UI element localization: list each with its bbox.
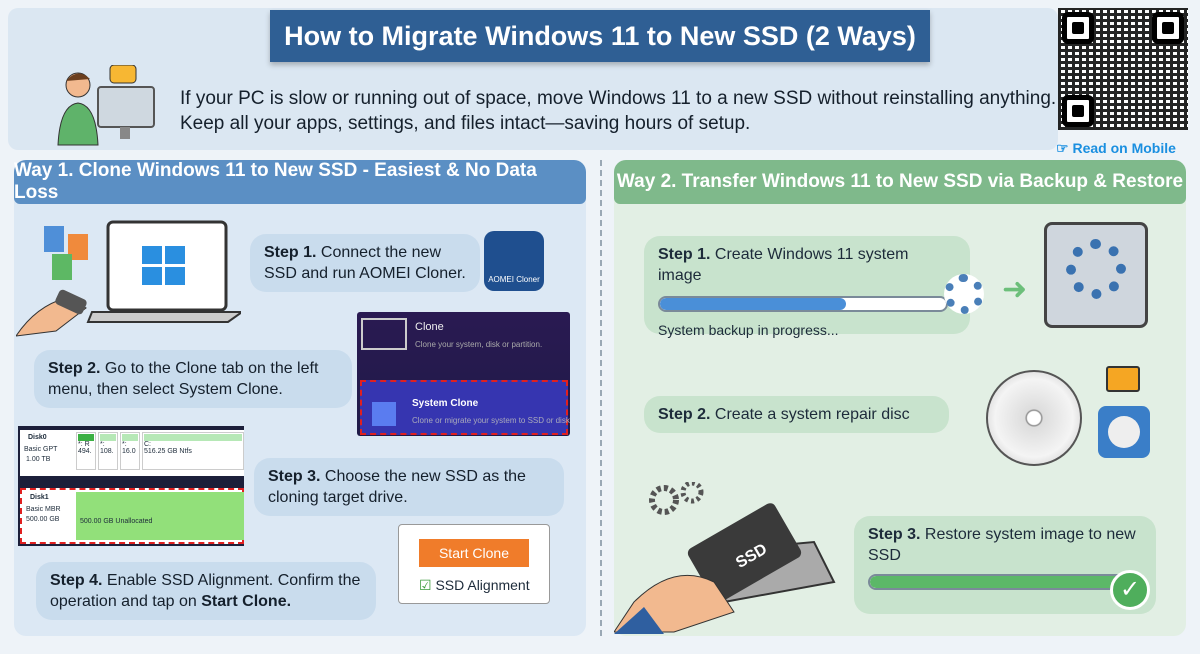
way1-step4: Step 4. Enable SSD Alignment. Confirm th… [36,562,376,620]
clone-tab[interactable]: Clone [415,321,444,333]
disk1-row[interactable]: Disk1 Basic MBR 500.00 GB 500.00 GB Unal… [20,488,244,544]
way1-step1: Step 1. Connect the new SSD and run AOME… [250,234,480,292]
clone-desc: Clone your system, disk or partition. [415,340,543,349]
way1-header: Way 1. Clone Windows 11 to New SSD - Eas… [14,160,586,204]
divider [600,160,602,636]
way2-step2: Step 2. Create a system repair disc [644,396,949,433]
page-title: How to Migrate Windows 11 to New SSD (2 … [248,10,952,62]
way2-header: Way 2. Transfer Windows 11 to New SSD vi… [614,160,1186,204]
disc-icon [986,370,1082,466]
restore-progress-bar [868,574,1128,590]
way2-panel: Way 2. Transfer Windows 11 to New SSD vi… [614,160,1186,636]
intro-line-2: Keep all your apps, settings, and files … [180,113,751,134]
clone-monitor-icon [361,318,407,350]
qr-finder [1062,95,1094,127]
backup-status: System backup in progress... [658,322,839,338]
checkmark-icon: ✓ [1110,570,1150,610]
qr-finder [1062,12,1094,44]
way1-step3: Step 3. Choose the new SSD as the clonin… [254,458,564,516]
intro-line-1: If your PC is slow or running out of spa… [180,88,1057,109]
user-at-computer-icon [57,65,155,146]
windows-icon [372,402,396,426]
qr-finder [1152,12,1184,44]
read-on-mobile-link[interactable]: ☞ Read on Mobile [1056,140,1176,156]
checkbox-checked-icon: ☑ [419,577,432,593]
start-clone-button[interactable]: Start Clone [419,539,529,567]
arrow-right-icon: ➜ [1002,273,1028,306]
system-clone-option[interactable]: System Clone Clone or migrate your syste… [360,380,570,435]
ssd-alignment-checkbox[interactable]: ☑ SSD Alignment [419,577,530,593]
hand-inserting-ssd-icon: SSD [614,482,836,634]
disc-burner-icon [1098,406,1150,458]
way2-step1: Step 1. Create Windows 11 system image S… [644,236,970,338]
phone-icon: ☞ [1056,140,1073,156]
aomei-cloner-app-icon[interactable]: AOMEI Cloner [484,231,544,291]
start-clone-dialog: Start Clone ☑ SSD Alignment [398,524,550,604]
clone-menu-screenshot: Clone Clone your system, disk or partiti… [357,312,570,436]
hard-drive-settings-icon [1044,222,1148,328]
gear-icon [944,274,984,314]
way1-panel: Way 1. Clone Windows 11 to New SSD - Eas… [14,160,586,636]
way1-step2: Step 2. Go to the Clone tab on the left … [34,350,352,408]
backup-progress-bar [658,296,948,312]
folder-icon [1106,366,1140,392]
way2-step3: Step 3. Restore system image to new SSD [854,516,1156,614]
laptop-illustration-icon [16,220,241,337]
